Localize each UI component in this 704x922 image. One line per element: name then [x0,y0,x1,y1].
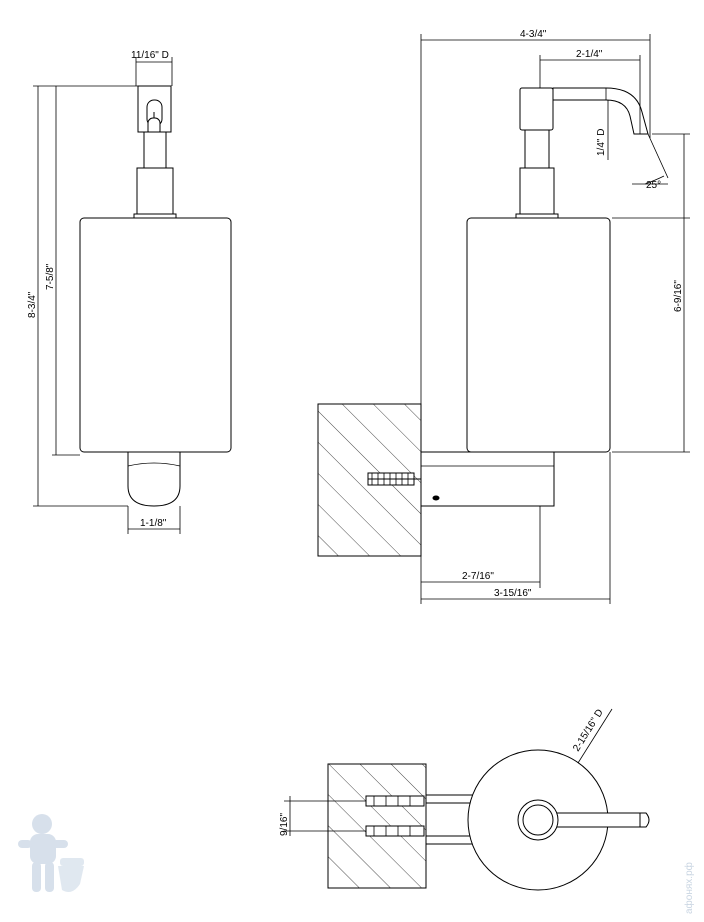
dim-side-spout-reach: 2-1/4" [576,49,603,60]
dim-top-anchor-spacing: 9/16" [279,813,290,836]
anchor-screw [367,472,421,486]
top-view: 9/16" 2-15/16" D [279,708,650,891]
dim-side-body-height: 6-9/16" [673,280,684,312]
dim-side-total-depth: 4-3/4" [520,29,547,40]
front-view: 11/16" D 8-3/4" 7-5/8" 1-1/8" [27,50,232,534]
watermark-site: афонях.рф [683,862,695,914]
mascot-watermark-logo [18,814,84,892]
dim-side-wall-to-front: 3-15/16" [494,588,532,599]
dim-front-base-width: 1-1/8" [140,518,167,529]
dim-side-spout-diameter: 1/4" D [596,129,607,156]
dim-side-spout-angle: 25° [646,180,661,191]
dim-side-bracket-depth: 2-7/16" [462,571,494,582]
dim-front-top-diameter: 11/16" D [131,50,169,61]
dim-front-total-height: 8-3/4" [27,291,38,318]
side-view: 4-3/4" 2-1/4" 1/4" D 25° 6-9/16" 2-7/16"… [317,29,690,604]
dim-front-body-height: 7-5/8" [45,263,56,290]
